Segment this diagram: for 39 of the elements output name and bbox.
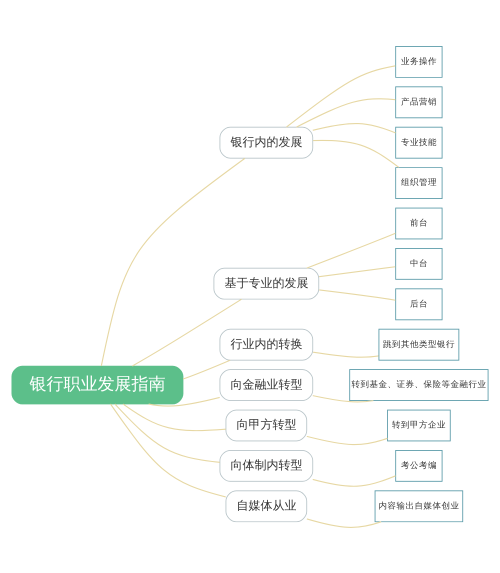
node-box: 基于专业的发展 [213,267,320,300]
node-box: 后台 [395,288,443,320]
connector [110,403,226,497]
node-box: 中台 [395,247,443,280]
node-box: 银行职业发展指南 [12,365,184,404]
connector [100,157,246,366]
node-box: 行业内的转换 [219,328,314,360]
connector [132,298,242,366]
node-box: 前台 [395,207,443,239]
node-box: 内容输出自媒体创业 [374,490,464,522]
node-box: 向金融业转型 [219,368,314,400]
connector [306,232,396,268]
connector [312,394,374,402]
connector [286,64,396,128]
connector [313,139,400,168]
connector [122,403,226,431]
node-box: 产品营销 [395,86,443,118]
node-box: 向甲方转型 [226,409,308,441]
node-box: 银行内的发展 [219,126,314,158]
connector [312,122,396,133]
connector [148,396,220,406]
node-box: 自媒体从业 [226,490,308,522]
node-box: 转到甲方企业 [387,409,451,441]
node-box: 组织管理 [395,166,443,198]
connector [312,351,379,358]
connector [318,266,396,277]
connector [296,98,396,128]
connector [306,435,388,445]
connector [319,288,396,300]
node-box: 转到基金、证券、保险等金融行业 [349,368,488,400]
connector [312,474,396,486]
node-box: 业务操作 [395,46,443,78]
node-box: 专业技能 [395,126,443,158]
node-box: 考公考编 [395,449,443,482]
node-box: 向体制内转型 [219,449,314,482]
node-box: 跳到其他类型银行 [378,328,460,360]
connector [182,359,230,380]
connector [114,403,220,462]
connector [306,518,382,528]
